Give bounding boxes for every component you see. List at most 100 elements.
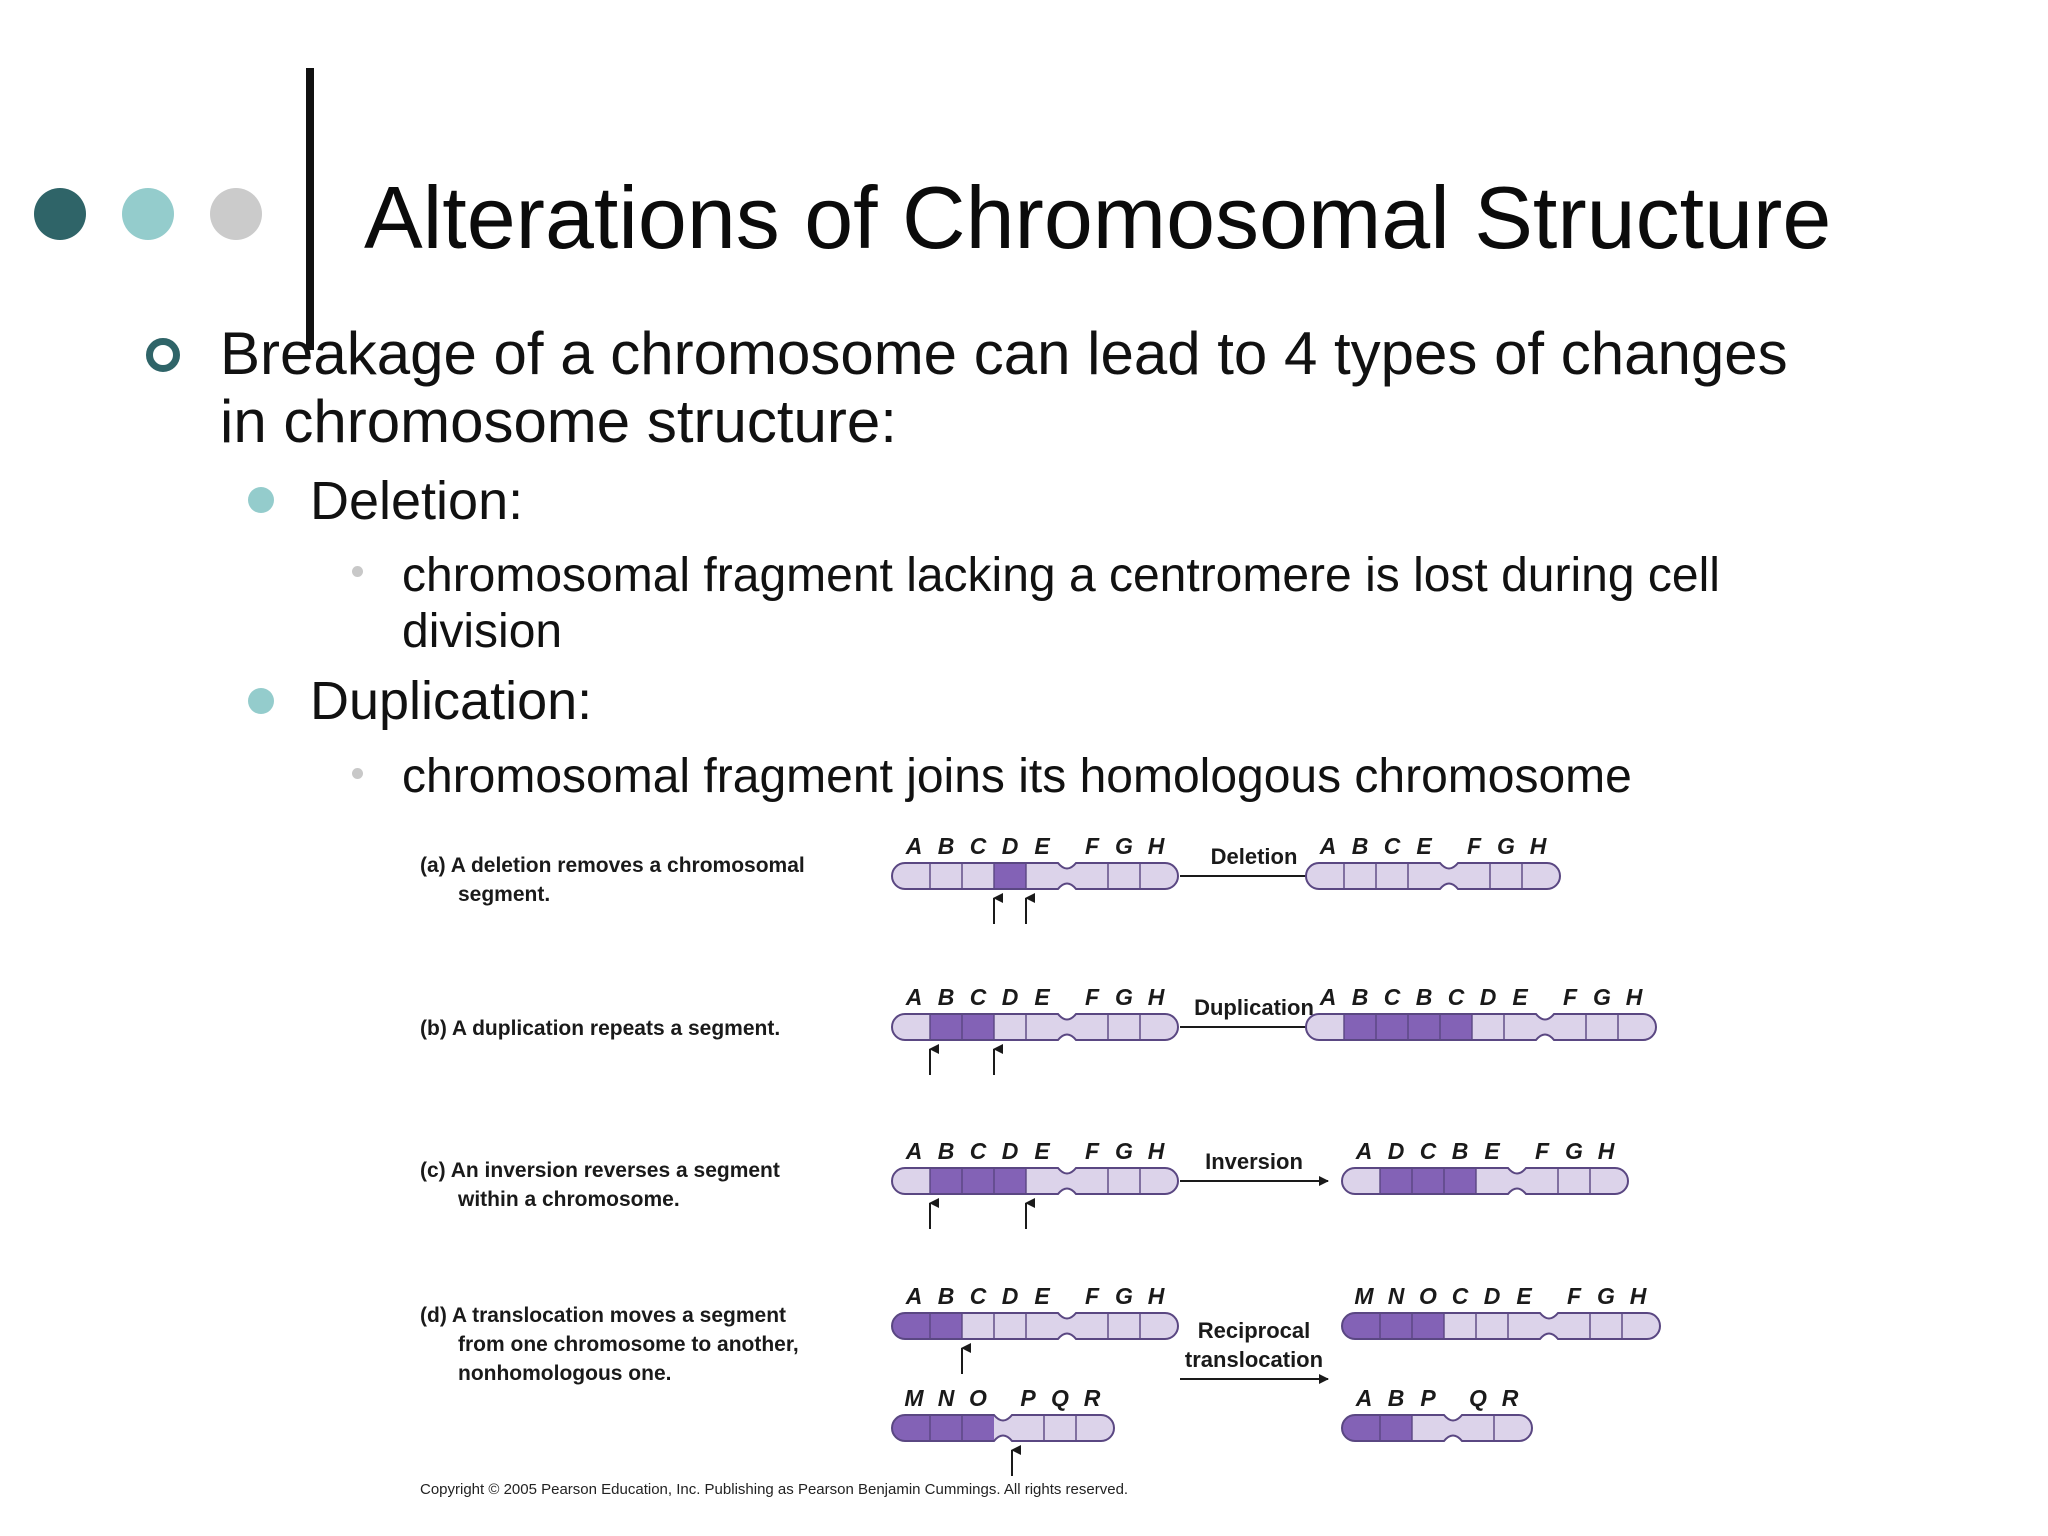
gene-segment-highlight: [1380, 1168, 1412, 1194]
chromosome-outline: [1341, 1167, 1629, 1195]
gene-segment-highlight: [1342, 1415, 1380, 1441]
slide-title: Alterations of Chromosomal Structure: [364, 168, 1832, 267]
gene-label: E: [1034, 1283, 1050, 1309]
gene-label: Q: [1051, 1385, 1069, 1411]
gene-label: C: [970, 833, 987, 859]
gene-label: C: [970, 1283, 987, 1309]
bullet-small-dot-icon: [352, 566, 363, 577]
panel-caption: segment.: [458, 883, 550, 906]
gene-label: G: [1115, 984, 1133, 1010]
panel-caption: (b) A duplication repeats a segment.: [420, 1017, 780, 1040]
gene-label: E: [1034, 833, 1050, 859]
gene-label: F: [1563, 984, 1578, 1010]
panel-caption: (c) An inversion reverses a segment: [420, 1159, 780, 1182]
gene-segment-highlight: [1412, 1168, 1444, 1194]
gene-label: B: [938, 1283, 955, 1309]
gene-label: C: [1420, 1138, 1437, 1164]
gene-label: H: [1148, 833, 1165, 859]
gene-label: H: [1598, 1138, 1615, 1164]
bullet-ring-icon: [146, 338, 180, 372]
gene-label: H: [1148, 1138, 1165, 1164]
chromosome-outline: [891, 1312, 1179, 1340]
gene-label: E: [1034, 1138, 1050, 1164]
item-deletion-label: Deletion:: [310, 471, 524, 531]
copyright-notice: Copyright © 2005 Pearson Education, Inc.…: [420, 1481, 1128, 1498]
chromosome-outline: [891, 1013, 1179, 1041]
figure-panel-b: (b) A duplication repeats a segment. Dupl…: [420, 995, 1329, 1040]
gene-segment-highlight: [1444, 1168, 1476, 1194]
panel-caption: (d) A translocation moves a segment: [420, 1304, 786, 1327]
gene-label: F: [1567, 1283, 1582, 1309]
gene-label: D: [1002, 1138, 1019, 1164]
gene-segment-highlight: [994, 863, 1026, 889]
gene-label: G: [1593, 984, 1611, 1010]
item-deletion-sub-line2: division: [402, 605, 563, 658]
gene-label: E: [1512, 984, 1528, 1010]
panel-caption: within a chromosome.: [457, 1188, 680, 1211]
gene-label: F: [1467, 833, 1482, 859]
chromosome-outline: [891, 1414, 1115, 1442]
gene-label: B: [1452, 1138, 1469, 1164]
gene-label: H: [1626, 984, 1643, 1010]
bullet-dot-icon: [248, 487, 274, 513]
gene-label: P: [1420, 1385, 1436, 1411]
chromosome-body: [1306, 863, 1560, 889]
gene-segment-highlight: [1380, 1415, 1412, 1441]
operation-label: Reciprocal: [1198, 1318, 1311, 1343]
gene-label: H: [1530, 833, 1547, 859]
gene-label: G: [1115, 1138, 1133, 1164]
gene-label: E: [1484, 1138, 1500, 1164]
panel-caption: nonhomologous one.: [458, 1362, 671, 1385]
gene-label: B: [938, 833, 955, 859]
gene-label: D: [1002, 984, 1019, 1010]
gene-label: D: [1002, 833, 1019, 859]
gene-label: G: [1497, 833, 1515, 859]
gene-segment-highlight: [994, 1168, 1026, 1194]
decor-dot-dark: [34, 188, 86, 240]
gene-label: B: [938, 1138, 955, 1164]
gene-label: D: [1484, 1283, 1501, 1309]
item-deletion-sub-line1: chromosomal fragment lacking a centromer…: [402, 549, 1720, 602]
chromosome-outline: [1341, 1414, 1533, 1442]
gene-label: C: [1384, 984, 1401, 1010]
chromosome-body: [892, 1313, 1178, 1339]
gene-label: A: [1319, 833, 1337, 859]
gene-segment-highlight: [892, 1415, 930, 1441]
gene-label: A: [905, 833, 923, 859]
gene-label: G: [1597, 1283, 1615, 1309]
gene-label: F: [1085, 984, 1100, 1010]
gene-label: C: [970, 984, 987, 1010]
gene-segment-highlight: [1408, 1014, 1440, 1040]
gene-label: H: [1630, 1283, 1647, 1309]
gene-segment-highlight: [930, 1313, 962, 1339]
gene-label: G: [1565, 1138, 1583, 1164]
gene-label: R: [1502, 1385, 1519, 1411]
bullet-main-line1: Breakage of a chromosome can lead to 4 t…: [220, 320, 1788, 387]
gene-segment-highlight: [892, 1313, 930, 1339]
gene-label: D: [1480, 984, 1497, 1010]
gene-label: F: [1085, 1283, 1100, 1309]
gene-segment-highlight: [962, 1415, 994, 1441]
operation-label: Duplication: [1194, 995, 1314, 1020]
bullet-main-line2: in chromosome structure:: [220, 388, 897, 455]
gene-label: A: [905, 984, 923, 1010]
gene-label: F: [1535, 1138, 1550, 1164]
item-duplication-label: Duplication:: [310, 671, 593, 731]
gene-label: A: [905, 1283, 923, 1309]
gene-label: E: [1516, 1283, 1532, 1309]
operation-label: translocation: [1185, 1347, 1323, 1372]
gene-label: C: [1384, 833, 1401, 859]
gene-label: F: [1085, 1138, 1100, 1164]
gene-label: G: [1115, 1283, 1133, 1309]
gene-segment-highlight: [1344, 1014, 1376, 1040]
gene-segment-highlight: [930, 1168, 962, 1194]
bullet-dot-icon: [248, 688, 274, 714]
